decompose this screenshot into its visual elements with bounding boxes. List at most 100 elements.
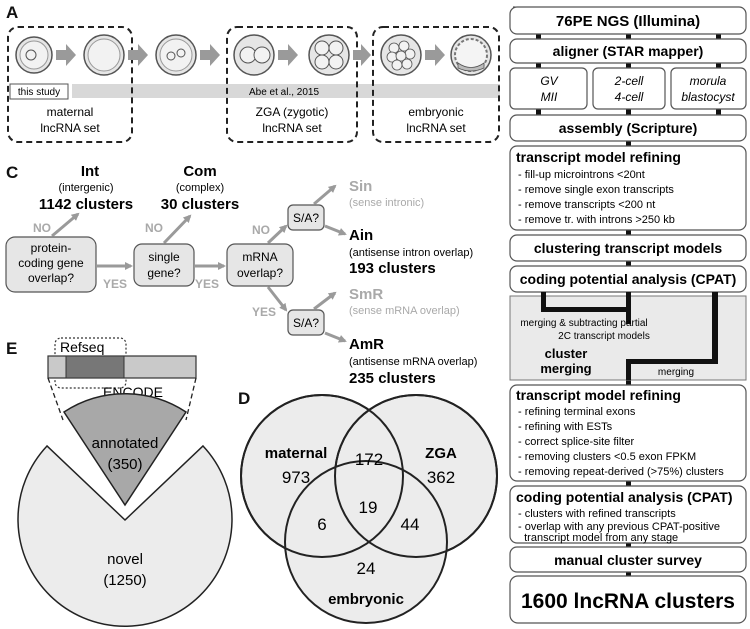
ngs-label: 76PE NGS (Illumina) — [556, 13, 700, 30]
sa-box-upper — [287, 204, 325, 231]
sa-box-lower — [287, 309, 325, 336]
venn-zga-only: 362 — [427, 468, 455, 487]
venn-zga-embryonic: 44 — [401, 515, 420, 534]
refseq-dotted-box — [54, 337, 127, 389]
embryo-2cell — [233, 34, 275, 76]
venn-maternal-zga: 172 — [355, 450, 383, 469]
sin-sub: (sense intronic) — [349, 197, 424, 209]
refine1-title: transcript model refining — [516, 149, 681, 165]
amr-count: 235 clusters — [349, 370, 436, 387]
clustering-label: clustering transcript models — [534, 240, 722, 256]
decision-arrows — [51, 184, 347, 343]
cpat2-item: - clusters with refined transcripts — [518, 508, 676, 520]
refine2-item: - removing clusters <0.5 exon FPKM — [518, 451, 696, 463]
int-title: Int — [81, 163, 99, 180]
venn — [240, 394, 498, 624]
panel-label-c: C — [6, 163, 18, 182]
zga-set-line2: lncRNA set — [262, 121, 322, 135]
q2-line: gene? — [147, 266, 181, 280]
final-box — [509, 575, 747, 624]
embryo-gv — [15, 36, 53, 74]
refine1-item: - remove transcripts <200 nt — [518, 199, 655, 211]
refine2-item: - removing repeat-derived (>75%) cluster… — [518, 466, 724, 478]
amr-title: AmR — [349, 336, 384, 353]
refine1-item: - remove single exon transcripts — [518, 184, 674, 196]
q1-line: overlap? — [28, 271, 74, 285]
panel-label-d: D — [238, 389, 250, 408]
cpat2-item: - overlap with any previous CPAT-positiv… — [518, 521, 720, 533]
stage-box-2cell — [592, 67, 666, 110]
no-label: NO — [252, 223, 270, 237]
zoom-line-right — [185, 377, 197, 421]
venn-maternal-embryonic: 6 — [317, 515, 326, 534]
q3-line: overlap? — [237, 266, 283, 280]
ngs-box — [509, 6, 747, 35]
embryo-zygote — [155, 34, 197, 76]
sa-upper: S/A? — [293, 211, 319, 225]
flow-connectors — [536, 33, 721, 577]
pie-annotated-slice — [62, 393, 188, 507]
yes-label: YES — [195, 277, 219, 291]
refine2-item: - refining terminal exons — [518, 406, 636, 418]
venn-circle-embryonic — [284, 460, 448, 624]
q1-line: coding gene — [18, 256, 84, 270]
sin-title: Sin — [349, 178, 372, 195]
stage-morula: morula — [690, 74, 727, 88]
aligner-box — [509, 38, 747, 64]
embryo-blastocyst — [450, 34, 492, 76]
this-study-box — [9, 83, 69, 100]
merge-note-line1: merging & subtracting partial — [520, 318, 647, 329]
panel-label-e: E — [6, 339, 17, 358]
embryonic-set-line2: lncRNA set — [406, 121, 466, 135]
cluster-merging-line2: merging — [540, 361, 591, 376]
cpat2-title: coding potential analysis (CPAT) — [516, 489, 733, 505]
zga-set-line1: ZGA (zygotic) — [256, 105, 329, 119]
venn-embryonic-only: 24 — [357, 559, 376, 578]
novel-count: (1250) — [103, 572, 146, 589]
stage-blastocyst: blastocyst — [681, 90, 735, 104]
no-label: NO — [145, 221, 163, 235]
sa-lower: S/A? — [293, 316, 319, 330]
clustering-box — [509, 234, 747, 262]
refseq-label: Refseq — [60, 339, 104, 355]
q1-box — [5, 236, 97, 293]
q2-line: single — [148, 250, 180, 264]
embryo-mii — [83, 34, 125, 76]
survey-box — [509, 546, 747, 573]
panel-label-a: A — [6, 3, 18, 22]
venn-maternal-only: 973 — [282, 468, 310, 487]
amr-sub: (antisense mRNA overlap) — [349, 356, 477, 368]
aligner-label: aligner (STAR mapper) — [553, 43, 704, 59]
yes-label: YES — [103, 277, 127, 291]
q3-box — [226, 243, 294, 287]
final-label: 1600 lncRNA clusters — [521, 590, 735, 613]
stage-gv: GV — [540, 74, 558, 88]
ain-count: 193 clusters — [349, 260, 436, 277]
cpat2-box — [509, 485, 747, 544]
venn-label-embryonic: embryonic — [328, 591, 404, 608]
ain-title: Ain — [349, 227, 373, 244]
q2-box — [133, 243, 195, 287]
no-label: NO — [33, 221, 51, 235]
embryo-morula — [380, 34, 422, 76]
refine1-item: - remove tr. with introns >250 kb — [518, 214, 675, 226]
refine2-box — [509, 384, 747, 482]
cpat1-label: coding potential analysis (CPAT) — [520, 271, 737, 287]
com-title: Com — [183, 163, 216, 180]
cpat2-item: transcript model from any stage — [518, 532, 678, 544]
refine1-box — [509, 145, 747, 231]
stage-2cell: 2-cell — [614, 74, 644, 88]
stage-box-morula — [670, 67, 747, 110]
embryonic-set-line1: embryonic — [408, 105, 463, 119]
venn-all-three: 19 — [359, 498, 378, 517]
embryonic-group-box — [372, 26, 500, 143]
pie-novel-slice — [17, 444, 233, 627]
survey-label: manual cluster survey — [554, 552, 702, 568]
stage-arrows — [56, 44, 445, 66]
merging-brackets — [541, 292, 718, 380]
assembly-label: assembly (Scripture) — [559, 120, 698, 136]
assembly-box — [509, 114, 747, 142]
refine2-item: - refining with ESTs — [518, 421, 613, 433]
com-count: 30 clusters — [161, 196, 239, 213]
